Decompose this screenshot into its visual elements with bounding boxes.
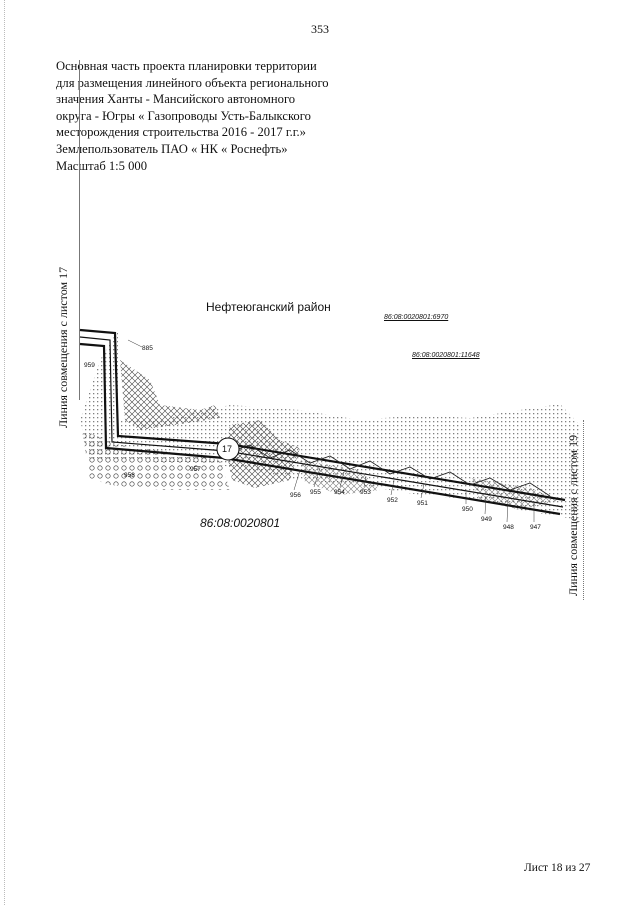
point-label: 955 (310, 489, 321, 496)
page-number: 353 (311, 22, 329, 36)
point-label: 947 (530, 524, 541, 531)
title-line: значения Ханты - Мансийского автономного (56, 92, 296, 107)
point-label: 956 (290, 492, 301, 499)
title-block: Основная часть проекта планировки террит… (56, 58, 356, 174)
point-label: 957 (190, 466, 201, 473)
point-label: 949 (481, 516, 492, 523)
title-line: Землепользователь ПАО « НК « Роснефть» (56, 141, 288, 156)
scan-edge-line (4, 0, 5, 905)
scale-label: Масштаб 1:5 000 (56, 158, 148, 173)
corridor-hatch (229, 444, 551, 497)
point-label: 958 (124, 472, 135, 479)
dotted-terrain-area (80, 330, 580, 520)
hatched-terrain-area (120, 360, 220, 430)
point-label: 952 (387, 497, 398, 504)
numbered-circle-marker (216, 437, 240, 461)
sheet-number: Лист 18 из 27 (524, 862, 591, 874)
point-label: 959 (84, 362, 95, 369)
point-label: 885 (142, 345, 153, 352)
cadastral-label: 86:08:0020801:11648 (412, 352, 480, 359)
point-label: 953 (360, 489, 371, 496)
point-label: 950 (462, 506, 473, 513)
match-line-left (79, 60, 80, 400)
title-line: Основная часть проекта планировки террит… (56, 59, 317, 73)
shrub-area (82, 430, 230, 490)
cadastral-main-label: 86:08:0020801 (200, 516, 281, 530)
leader-lines (127, 339, 535, 523)
title-line: округа - Югры « Газопроводы Усть-Балыкск… (56, 108, 311, 123)
hatched-terrain-area (226, 420, 300, 488)
cadastral-label: 86:08:0020801:6970 (384, 314, 449, 321)
point-label: 951 (417, 500, 428, 507)
point-label: 948 (503, 524, 514, 531)
point-label: 954 (334, 489, 345, 496)
title-line: для размещения линейного объекта региона… (56, 75, 329, 90)
circle-marker-label: 17 (222, 444, 232, 454)
title-line: месторождения строительства 2016 - 2017 … (56, 125, 306, 140)
match-line-right (583, 420, 584, 600)
district-label: Нефтеюганский район (206, 300, 331, 314)
